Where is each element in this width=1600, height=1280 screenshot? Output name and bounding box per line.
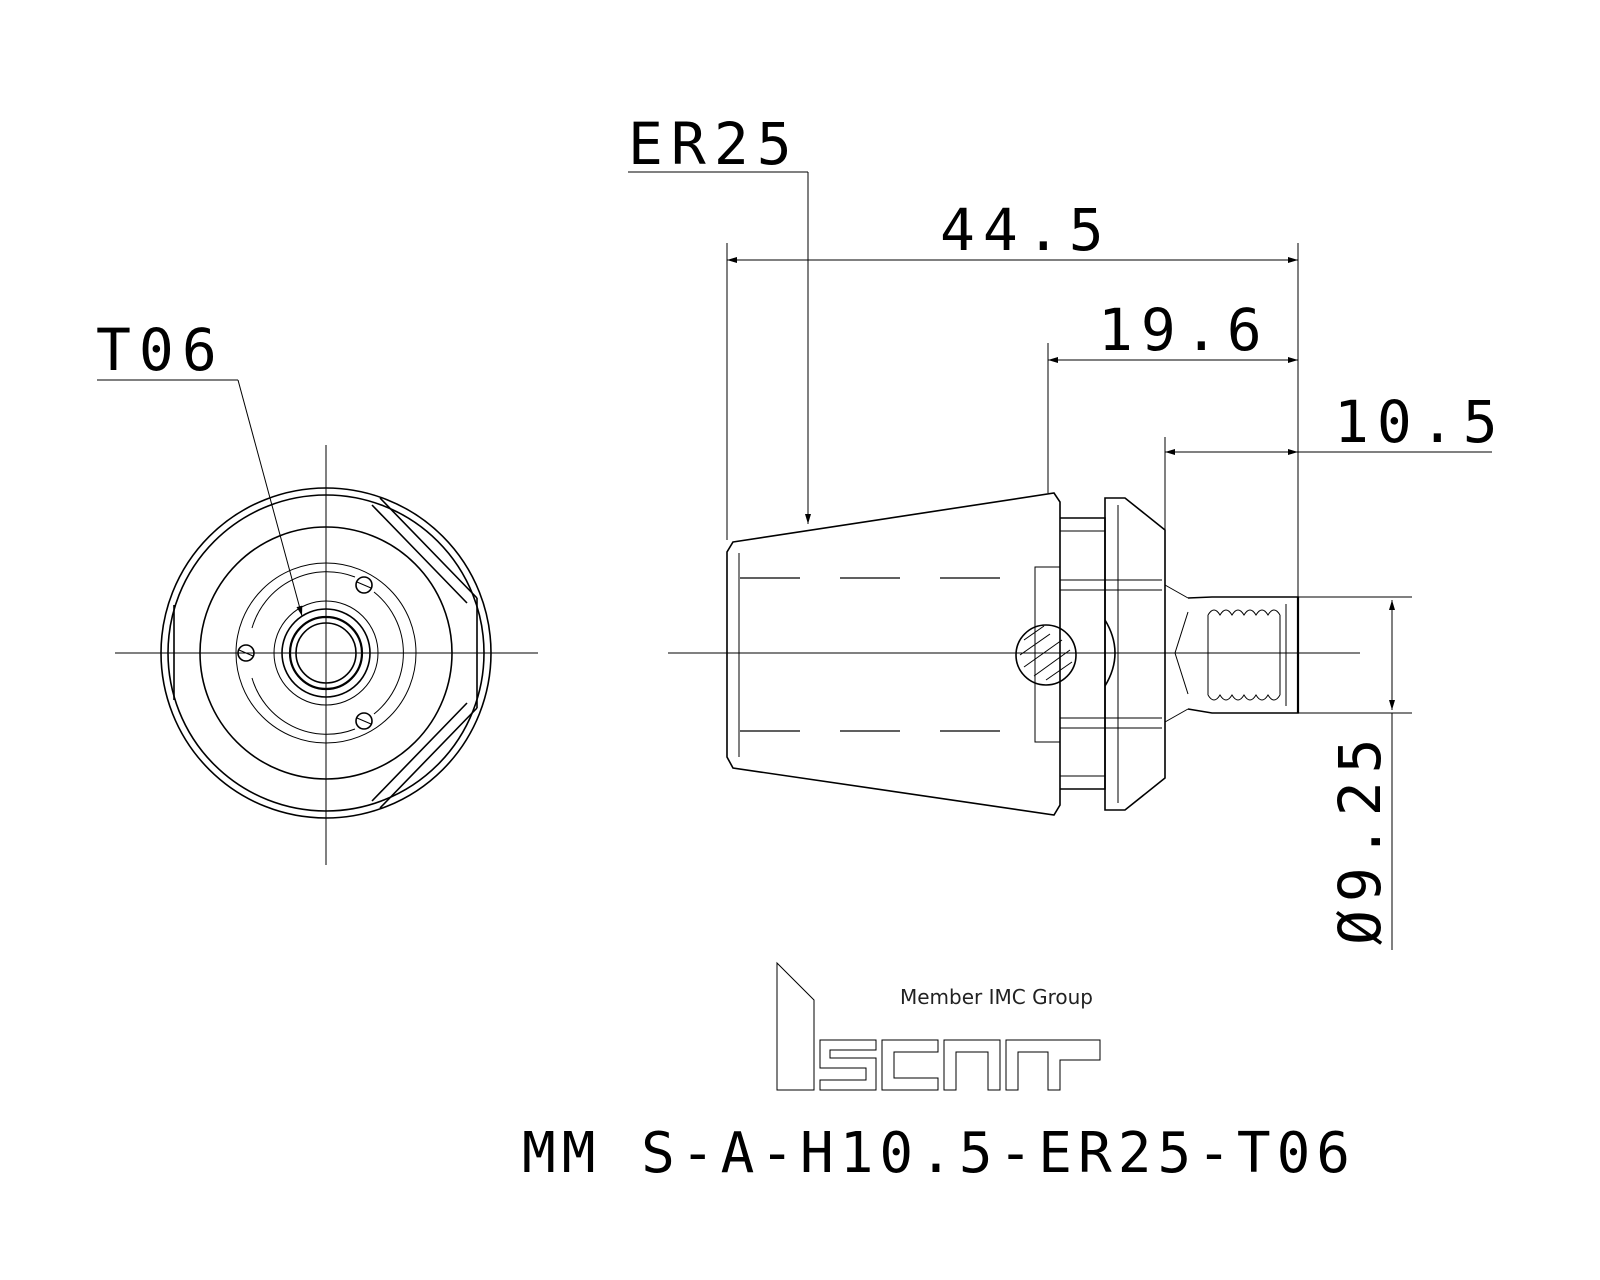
nut-taper-top	[1164, 584, 1189, 599]
mid-circle	[199, 526, 453, 780]
insert-bore-outer	[288, 615, 364, 691]
label-10-5: 10.5	[1334, 388, 1506, 456]
label-t06: T06	[96, 316, 225, 384]
drill-point	[1174, 611, 1189, 695]
logo-letter-i	[776, 961, 815, 1091]
label-er25: ER25	[628, 110, 800, 178]
label-44-5: 44.5	[940, 196, 1112, 264]
part-number-title: MM S-A-H10.5-ER25-T06	[522, 1121, 1356, 1186]
insert-ring	[281, 608, 371, 698]
side-view: ER25 44.5 19.6 10.5 Ø9.25	[628, 110, 1506, 950]
flat-face-bottom	[379, 707, 478, 809]
insert-bore	[295, 622, 357, 684]
screw-left	[237, 644, 255, 662]
front-view: T06	[96, 316, 538, 865]
threaded-nose	[1187, 596, 1299, 714]
logo-letter-c	[881, 1039, 939, 1091]
logo-tagline: Member IMC Group	[900, 985, 1093, 1009]
clamp-arc-bottom	[251, 677, 356, 735]
collet-body	[726, 492, 1061, 816]
inner-circle	[235, 562, 417, 744]
nut-taper-bottom	[1164, 708, 1189, 723]
flat-face-top	[379, 497, 478, 599]
logo-wordmark-graphic	[776, 961, 1101, 1091]
clamp-nut	[1104, 497, 1166, 811]
flat-face-top-inner	[371, 504, 468, 604]
flat-face-bottom-inner	[371, 702, 468, 802]
screw-bottom	[355, 712, 373, 730]
outer-circle	[160, 487, 492, 819]
clamp-arc-right	[373, 591, 404, 715]
cross-screw-circle	[1015, 624, 1077, 686]
inner-bore-rect	[1034, 566, 1061, 743]
thread-teeth	[1207, 609, 1281, 701]
iscar-logo: Member IMC Group	[776, 961, 1101, 1091]
t06-leader-arrow	[237, 379, 303, 617]
lens-shape	[1104, 619, 1116, 687]
insert-ring-outer	[273, 600, 379, 706]
label-19-6: 19.6	[1098, 296, 1270, 364]
screw-top	[355, 576, 373, 594]
logo-letter-s	[819, 1039, 877, 1091]
logo-letter-r	[1005, 1039, 1101, 1091]
outer-chamfer-circle	[167, 494, 485, 812]
cross-screw-hatch	[1019, 625, 1073, 681]
logo-letter-a	[943, 1039, 1001, 1091]
label-diameter: Ø9.25	[1326, 730, 1394, 945]
